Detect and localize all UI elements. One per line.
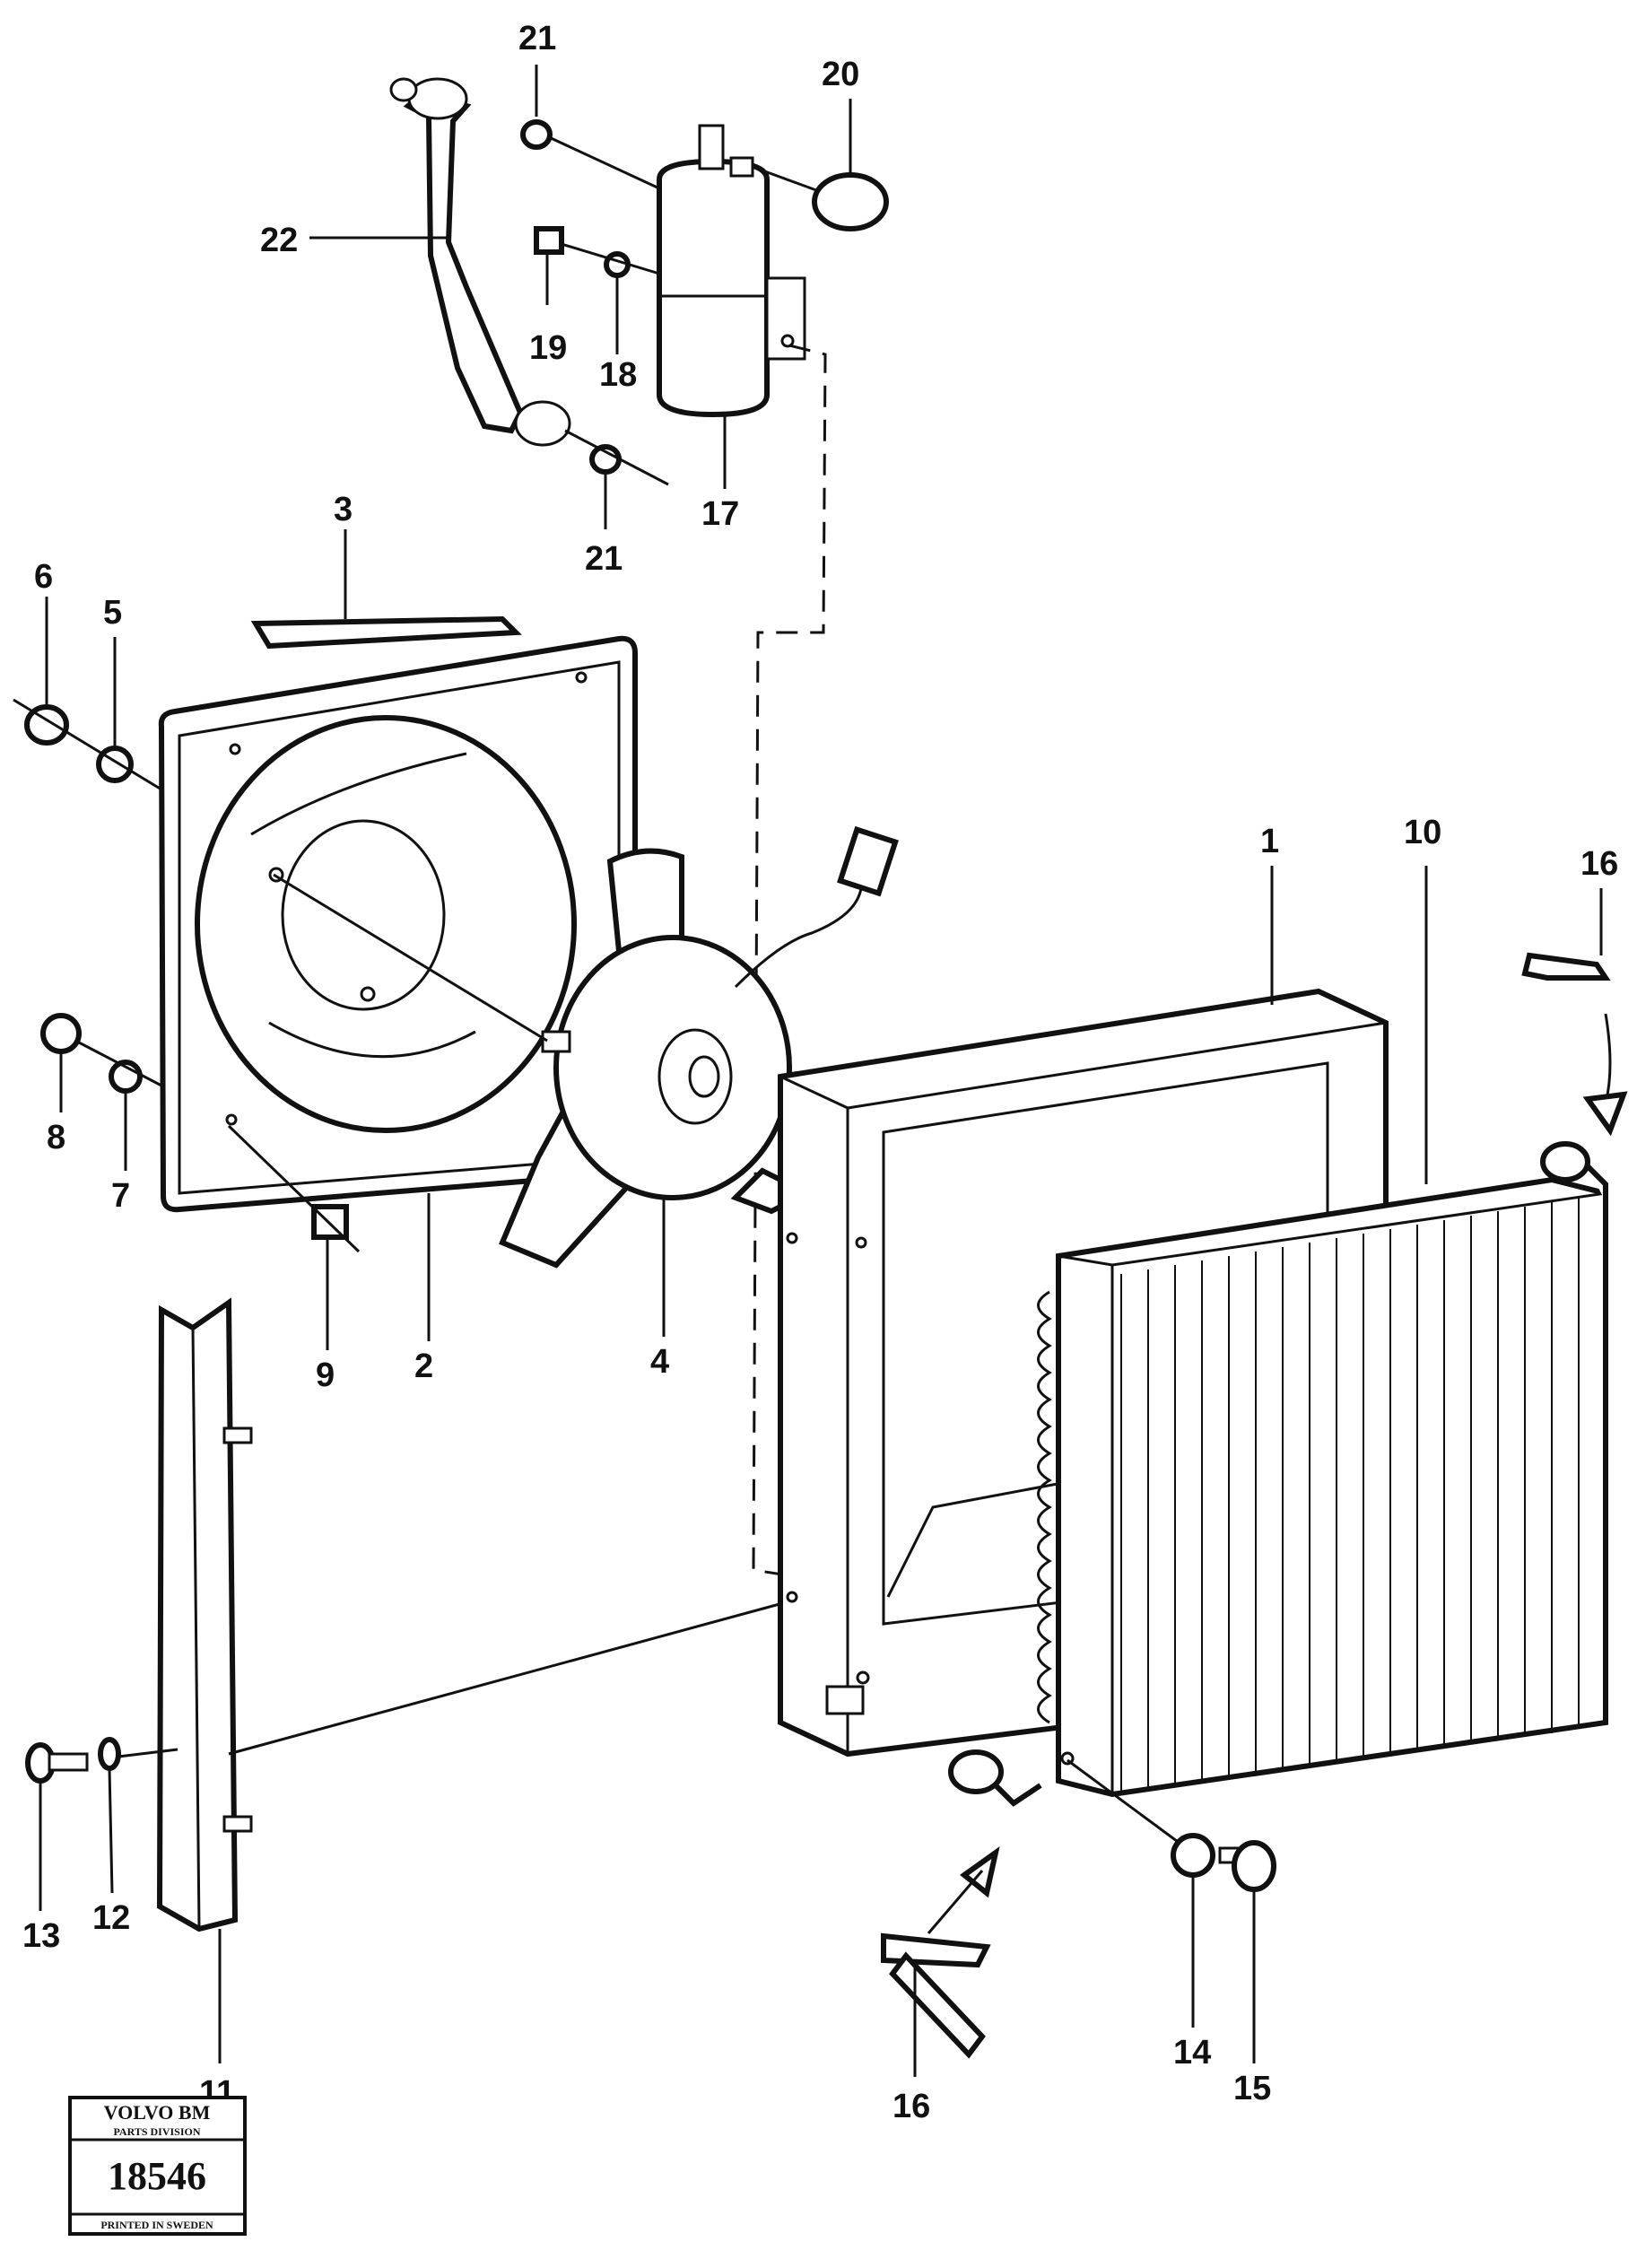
condenser-fins <box>1120 1198 1580 1794</box>
callout-14: 14 <box>1173 2034 1211 2072</box>
callout-10: 10 <box>1404 814 1441 851</box>
callout-12: 12 <box>92 1899 130 1937</box>
callout-8: 8 <box>47 1119 65 1156</box>
callout-7: 7 <box>111 1177 130 1215</box>
callout-16-bottom: 16 <box>893 2088 930 2125</box>
stamp-brand: VOLVO BM <box>104 2101 211 2124</box>
receiver-drier-assembly <box>389 77 889 1581</box>
leader-lines <box>39 65 1603 2077</box>
callout-13: 13 <box>22 1917 60 1955</box>
pipe-22 <box>403 91 524 434</box>
pressure-switch-20 <box>729 156 889 231</box>
fasteners-right <box>1171 1833 1276 1892</box>
callout-21-top: 21 <box>518 20 556 57</box>
fasteners-left <box>13 698 548 1253</box>
callout-18: 18 <box>599 356 637 394</box>
callout-3: 3 <box>334 491 353 528</box>
callout-20: 20 <box>822 56 859 93</box>
callout-4: 4 <box>650 1343 669 1381</box>
bracket-11 <box>156 1297 790 1932</box>
stamp-division: PARTS DIVISION <box>113 2125 200 2138</box>
hose-clip-16-bottom <box>881 1846 1000 2059</box>
callout-17: 17 <box>701 495 739 533</box>
stamp-origin: PRINTED IN SWEDEN <box>100 2219 213 2231</box>
callout-16-top: 16 <box>1580 845 1618 883</box>
parts-division-stamp: VOLVO BM PARTS DIVISION 18546 PRINTED IN… <box>68 2096 247 2236</box>
callout-9: 9 <box>316 1356 335 1394</box>
callout-21-bottom: 21 <box>585 540 623 578</box>
receiver-drier-17 <box>657 158 770 418</box>
fan-motor-4 <box>499 825 899 1269</box>
callout-15: 15 <box>1233 2070 1271 2107</box>
condenser-10 <box>948 1141 1608 1848</box>
stamp-number: 18546 <box>108 2154 206 2198</box>
callout-22: 22 <box>260 222 298 259</box>
fan-shroud-plate-2 <box>158 635 638 1213</box>
callout-5: 5 <box>103 594 122 632</box>
callout-6: 6 <box>34 558 53 596</box>
callout-2: 2 <box>414 1348 433 1385</box>
seal-strip-3 <box>250 615 522 650</box>
hose-clip-16-top <box>1521 952 1628 1137</box>
bolts-12-13 <box>25 1737 179 1784</box>
callout-19: 19 <box>529 329 567 367</box>
callout-1: 1 <box>1260 823 1279 860</box>
